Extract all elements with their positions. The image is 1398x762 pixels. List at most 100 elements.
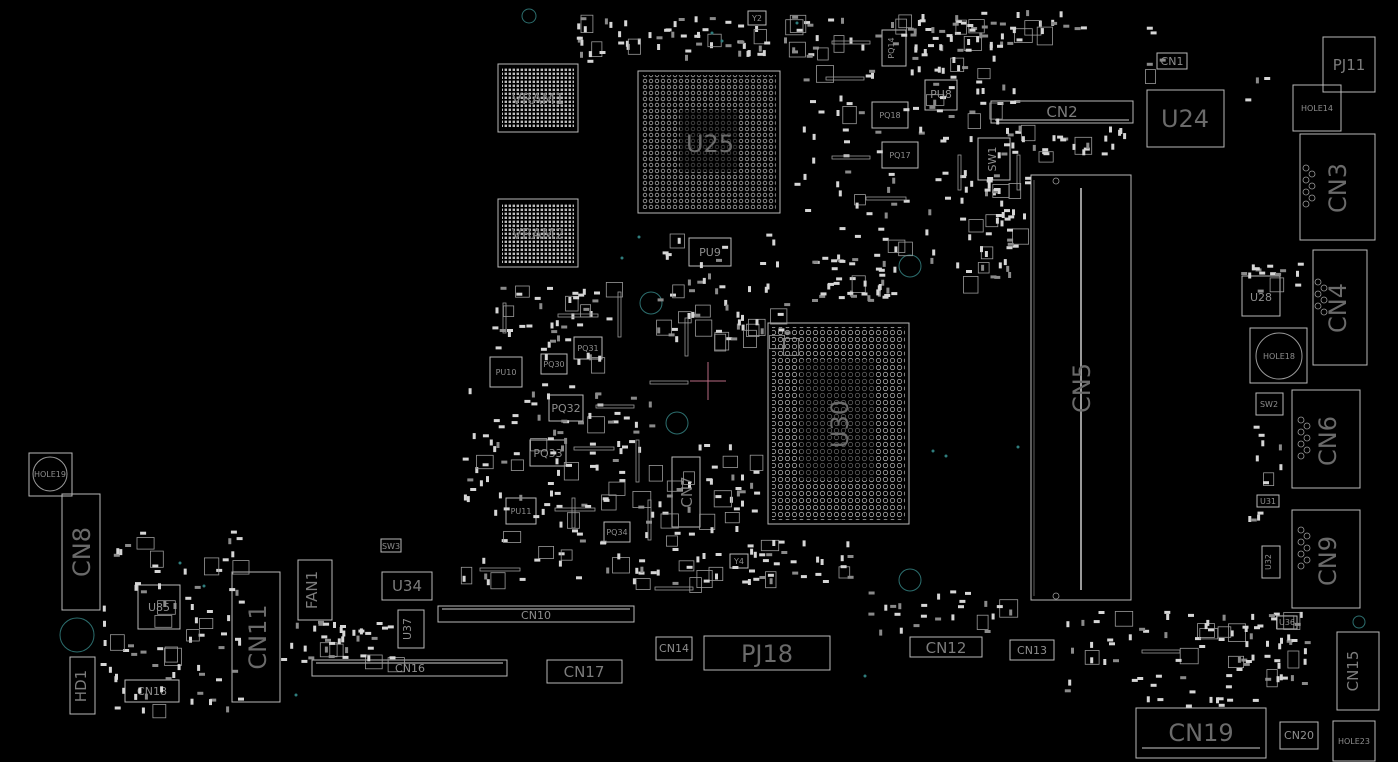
cn19-connector[interactable]: CN19 — [1135, 707, 1267, 759]
passive-part — [666, 480, 683, 492]
passive-part — [750, 548, 754, 555]
cn19-label: CN19 — [1168, 719, 1233, 747]
pq34-chip[interactable]: PQ34 — [603, 521, 631, 543]
pu11-chip[interactable]: PU11 — [505, 497, 537, 525]
passive-part — [954, 31, 961, 35]
u31-chip[interactable]: U31 — [1256, 494, 1280, 508]
pj18-jack[interactable]: PJ18 — [703, 635, 831, 671]
vram1-chip[interactable]: VRAM1 — [497, 63, 579, 133]
passive-part — [619, 448, 623, 455]
cn17-connector[interactable]: CN17 — [546, 659, 623, 684]
passive-part — [190, 698, 194, 705]
passive-part — [1264, 77, 1271, 80]
passive-part — [672, 581, 679, 585]
passive-part — [696, 42, 703, 46]
pq14-chip[interactable]: PQ14 — [881, 29, 907, 67]
passive-part — [1188, 613, 1194, 617]
pq33-chip[interactable]: PQ33 — [529, 439, 567, 467]
cn11-connector[interactable]: CN11 — [231, 571, 281, 703]
cn13-connector[interactable]: CN13 — [1009, 639, 1055, 661]
passive-part — [917, 20, 921, 26]
passive-part — [1280, 269, 1287, 273]
u34-chip[interactable]: U34 — [381, 571, 433, 601]
passive-part — [753, 577, 760, 581]
u28-chip[interactable]: U28 — [1241, 275, 1281, 317]
pu10-chip[interactable]: PU10 — [489, 356, 523, 388]
cn15-connector[interactable]: CN15 — [1336, 631, 1380, 711]
hole18-mounting[interactable]: HOLE18 — [1249, 327, 1308, 384]
cn3-connector[interactable]: CN3 — [1299, 133, 1376, 241]
passive-part — [847, 291, 854, 295]
y2-crystal[interactable]: Y2 — [747, 10, 767, 26]
passive-part — [1155, 674, 1162, 678]
cn1-connector[interactable]: CN1 — [1156, 52, 1188, 70]
sw1-switch[interactable]: SW1 — [977, 137, 1011, 181]
pu9-chip[interactable]: PU9 — [688, 237, 732, 267]
cn9-connector[interactable]: CN9 — [1291, 509, 1361, 609]
u30-cpu-chip[interactable]: U30 — [767, 322, 910, 525]
passive-part — [772, 239, 776, 246]
pj11-jack[interactable]: PJ11 — [1322, 36, 1376, 93]
passive-part — [648, 401, 652, 408]
passive-part — [595, 392, 602, 396]
cn5-connector[interactable]: CN5 — [1030, 174, 1132, 601]
passive-part — [1250, 518, 1257, 522]
vram2-chip[interactable]: VRAM2 — [497, 198, 579, 268]
cn2-connector[interactable]: CN2 — [990, 100, 1134, 124]
cn18-connector[interactable]: CN18 — [124, 679, 180, 703]
passive-part — [345, 647, 349, 654]
passive-part — [1266, 640, 1269, 647]
u25-gpu-chip[interactable]: U25 — [637, 70, 781, 214]
cn20-connector[interactable]: CN20 — [1279, 721, 1319, 750]
pq31-chip[interactable]: PQ31 — [573, 336, 603, 360]
u37-chip[interactable]: U37 — [397, 609, 425, 649]
passive-part — [206, 610, 213, 613]
hd1-connector[interactable]: HD1 — [69, 656, 96, 715]
passive-part — [1150, 683, 1157, 687]
pq17-chip[interactable]: PQ17 — [881, 141, 919, 169]
passive-part — [482, 557, 486, 564]
cn10-connector[interactable]: CN10 — [437, 605, 635, 623]
cn14-connector[interactable]: CN14 — [655, 636, 693, 661]
pq30-chip[interactable]: PQ30 — [540, 353, 568, 375]
pq32-chip[interactable]: PQ32 — [548, 394, 584, 422]
passive-part — [762, 559, 769, 563]
hole23-mounting[interactable]: HOLE23 — [1332, 720, 1376, 762]
passive-part — [333, 622, 336, 628]
passive-part — [1007, 242, 1014, 246]
passive-part — [1252, 698, 1259, 702]
passive-part — [996, 605, 1003, 609]
u24-chip[interactable]: U24 — [1146, 89, 1225, 148]
passive-part — [538, 546, 555, 559]
cn6-connector[interactable]: CN6 — [1291, 389, 1361, 489]
y4-crystal[interactable]: Y4 — [729, 553, 749, 569]
hole19-mounting[interactable]: HOLE19 — [28, 452, 73, 497]
cn7-connector[interactable]: CN7 — [671, 456, 701, 528]
passive-part — [1014, 100, 1021, 103]
passive-part — [503, 507, 510, 511]
passive-part — [766, 233, 773, 237]
fan1-connector[interactable]: FAN1 — [297, 559, 333, 621]
passive-part — [639, 559, 646, 563]
passive-part — [313, 625, 317, 632]
passive-part — [766, 283, 770, 290]
passive-part — [702, 553, 706, 559]
passive-part — [698, 444, 702, 451]
cn16-connector[interactable]: CN16 — [311, 659, 508, 677]
passive-part — [303, 645, 307, 652]
passive-part — [1301, 682, 1308, 685]
cn8-connector[interactable]: CN8 — [61, 493, 101, 611]
passive-part — [136, 537, 155, 550]
vram2-label: VRAM2 — [512, 225, 565, 243]
sw3-switch[interactable]: SW3 — [380, 538, 402, 553]
cn12-connector[interactable]: CN12 — [909, 636, 983, 658]
passive-part — [803, 78, 810, 82]
hole14-mounting[interactable]: HOLE14 — [1292, 84, 1342, 132]
pq18-chip[interactable]: PQ18 — [871, 101, 909, 129]
sw2-switch[interactable]: SW2 — [1255, 392, 1284, 416]
cn4-connector[interactable]: CN4 — [1312, 249, 1368, 366]
passive-part — [1226, 674, 1233, 678]
passive-part — [618, 41, 625, 45]
u32-chip[interactable]: U32 — [1261, 545, 1281, 579]
